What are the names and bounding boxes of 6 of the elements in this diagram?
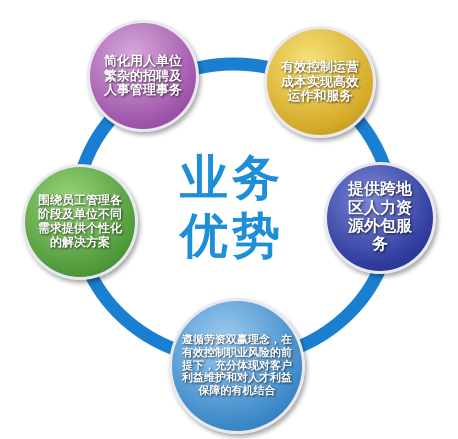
center-title: 业务优势: [178, 151, 285, 265]
circle-text: 遵循劳资双赢理念，在有效控制职业风险的前提下，充分体现对客户利益维护和对人才利益保障的有机结合: [181, 334, 293, 398]
circle-text: 有效控制运营成本实现高效运作和服务: [280, 60, 360, 104]
circle-text: 围绕员工管理各阶段及单位不同需求提供个性化的解决方案: [38, 194, 122, 250]
circle-text: 简化用人单位繁杂的招聘及人事管理事务: [104, 54, 182, 98]
circle-text: 提供跨地区人力资源外包服务: [346, 181, 414, 255]
